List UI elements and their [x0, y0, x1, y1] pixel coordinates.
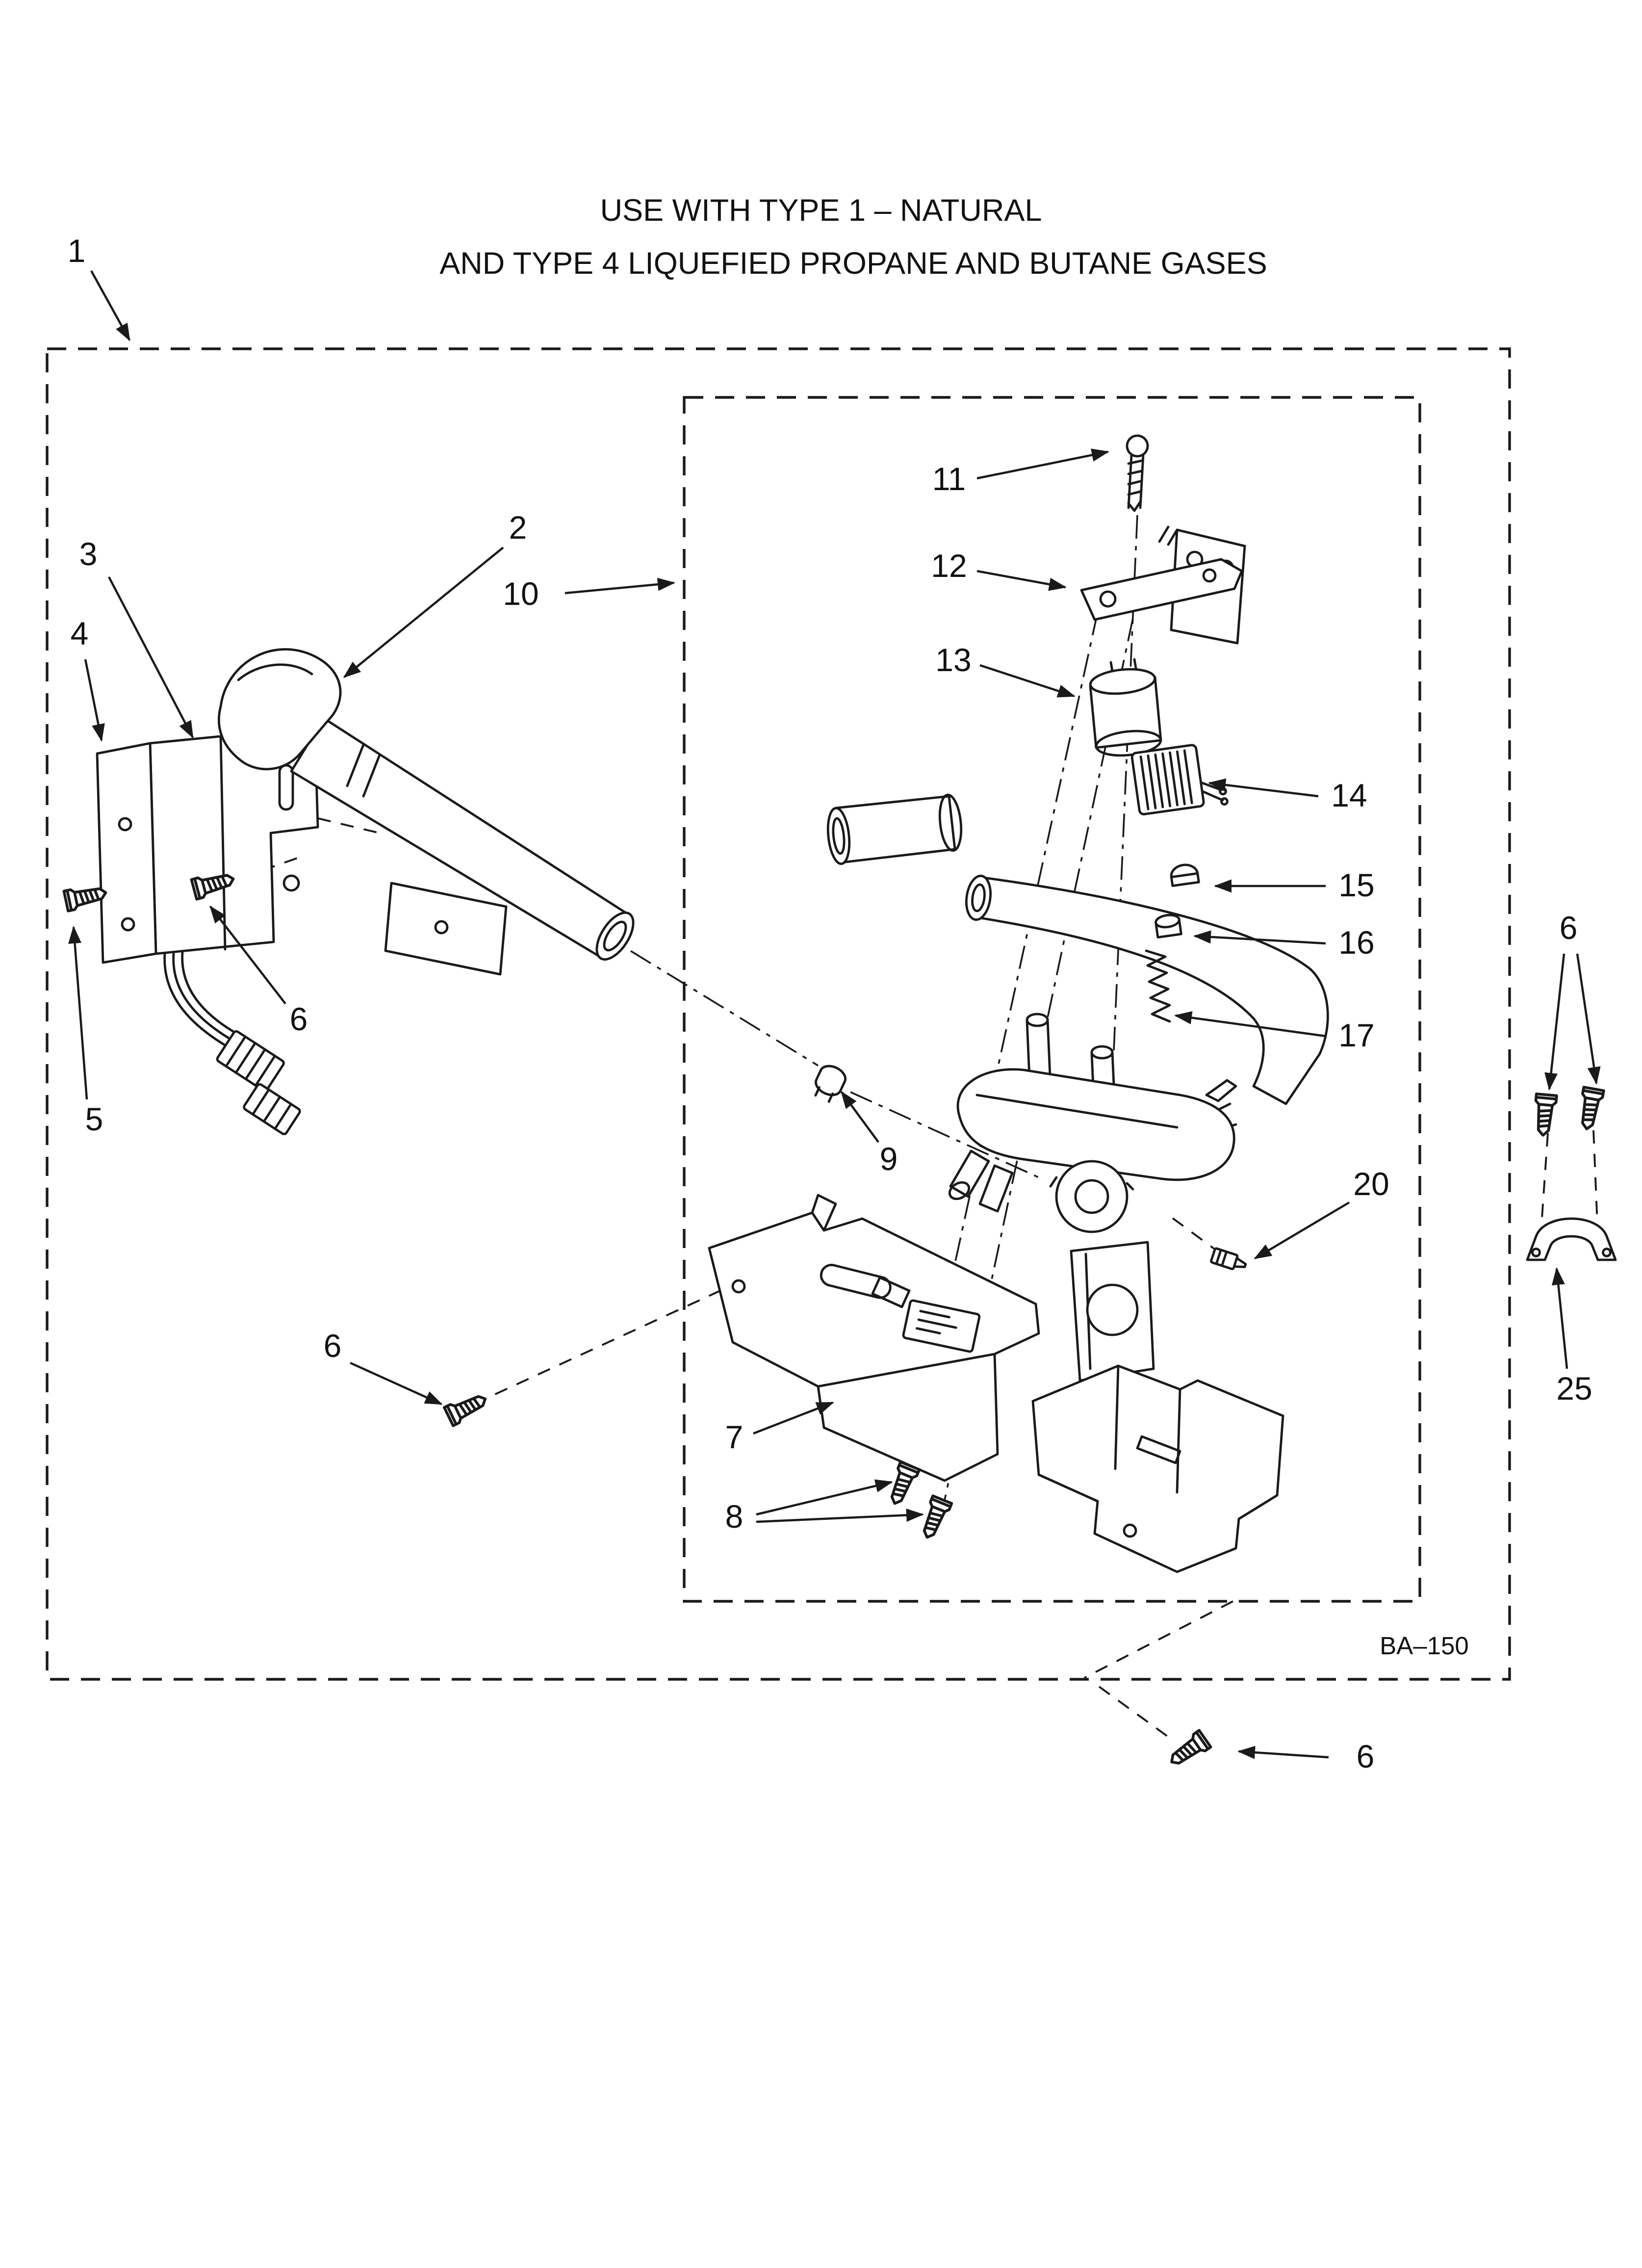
screw-6-right-a [1533, 1094, 1556, 1136]
callout-label-11: 11 [932, 461, 966, 497]
spring-drawing [1145, 949, 1171, 1023]
callout-label-9: 9 [880, 1141, 898, 1177]
screw-8a [885, 1462, 919, 1507]
valve-bracket-drawing [1070, 1241, 1155, 1382]
callout-label-20: 20 [1353, 1166, 1389, 1202]
title-line-1: USE WITH TYPE 1 – NATURAL [600, 193, 1042, 228]
callout-label-3: 3 [79, 536, 98, 572]
terminal-20-drawing [1210, 1247, 1247, 1270]
callout-label-25: 25 [1556, 1370, 1592, 1407]
screw-11-drawing [1126, 434, 1149, 512]
outer-assembly-border [46, 347, 1511, 1681]
callout-label-13: 13 [935, 642, 971, 678]
orifice-cap-drawing [1170, 863, 1200, 887]
wire-harness-drawing [163, 951, 301, 1135]
callout-label-8: 8 [725, 1498, 744, 1535]
callout-label-6-left: 6 [290, 1001, 308, 1037]
callout-label-10: 10 [503, 575, 539, 612]
callout-label-4: 4 [71, 615, 89, 652]
mounting-bracket-drawing [96, 726, 319, 964]
axis-lines [303, 515, 1138, 1508]
callout-label-6-mid: 6 [324, 1328, 342, 1364]
base-bracket-drawing [1031, 1364, 1284, 1573]
callout-label-2: 2 [509, 509, 527, 546]
callout-label-1: 1 [68, 233, 86, 269]
callout-label-14: 14 [1331, 777, 1367, 813]
screw-8b [918, 1496, 951, 1541]
callout-label-17: 17 [1338, 1017, 1374, 1053]
callout-label-16: 16 [1338, 924, 1374, 961]
screw-6-mid [444, 1390, 490, 1426]
manifold-pipe-drawing [965, 874, 1329, 1105]
burner-tube-drawing [218, 648, 635, 976]
title-line-2: AND TYPE 4 LIQUEFIED PROPANE AND BUTANE … [439, 246, 1267, 281]
figure-code: BA–150 [1380, 1632, 1469, 1660]
callout-label-6-right: 6 [1560, 910, 1578, 946]
callout-label-12: 12 [931, 547, 967, 584]
inner-assembly-border [683, 396, 1421, 1603]
grommet-drawing [814, 1065, 847, 1103]
clamp-drawing [1526, 1217, 1617, 1261]
screw-6-bottom [1166, 1730, 1211, 1770]
burner-sleeve-drawing [826, 793, 963, 865]
burner-bracket-drawing [708, 1194, 1040, 1482]
callout-arrows [68, 270, 1601, 1759]
orifice-drawing [1155, 913, 1182, 938]
coil-drawing [1130, 744, 1229, 816]
igniter-cylinder-drawing [1089, 658, 1162, 757]
callout-label-5: 5 [85, 1101, 103, 1137]
igniter-bracket-drawing [1080, 525, 1246, 645]
border-leader-dashes [1084, 1600, 1233, 1742]
gas-valve-drawing [948, 1068, 1237, 1233]
callout-label-6-bottom: 6 [1357, 1738, 1375, 1774]
screw-6-right-b [1577, 1087, 1604, 1131]
callout-label-15: 15 [1338, 867, 1374, 903]
callout-labels: 1 2 3 4 5 6 6 6 6 7 8 9 10 11 12 13 14 1… [68, 233, 1592, 1774]
callout-label-7: 7 [725, 1419, 744, 1455]
